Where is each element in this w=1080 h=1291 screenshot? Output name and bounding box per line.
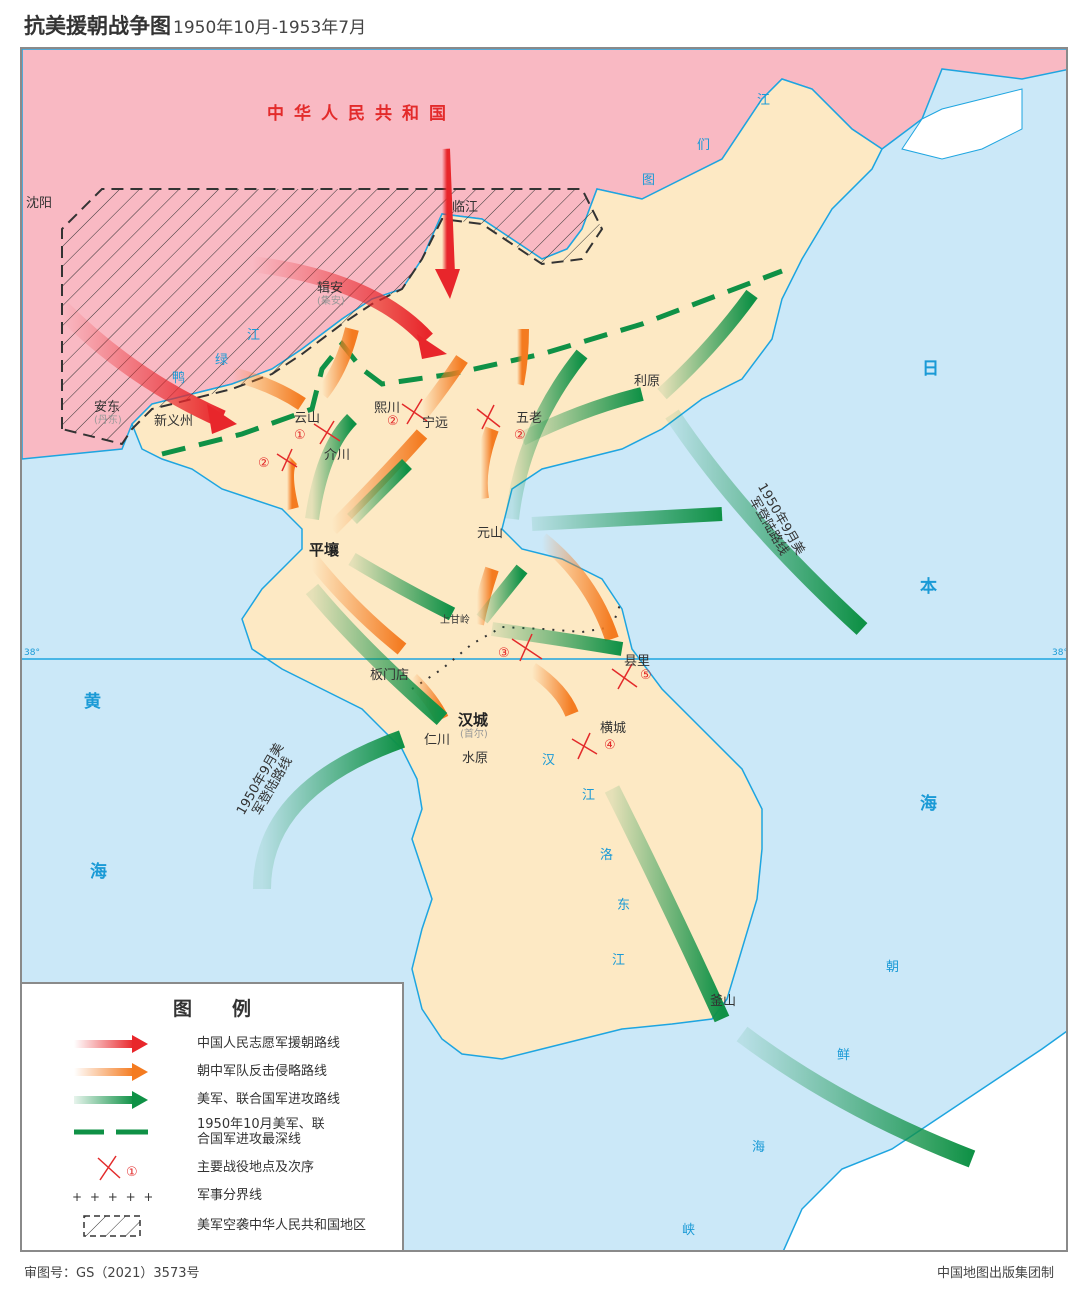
city-huichon: 熙川 bbox=[374, 401, 401, 416]
city-seoul-old: (首尔) bbox=[460, 729, 488, 740]
battle-crosses bbox=[276, 398, 638, 760]
approval-number: 审图号：GS（2021）3573号 bbox=[24, 1266, 200, 1281]
legend-item-deepest-line: 1950年10月美军、联 合国军进攻最深线 bbox=[22, 1117, 402, 1147]
legend-item-armistice: + + + + + + + 军事分界线 bbox=[22, 1182, 402, 1210]
battle-num-3: ③ bbox=[498, 646, 510, 661]
legend-title: 图例 bbox=[172, 998, 291, 1020]
river-tumen-3: 江 bbox=[757, 93, 771, 108]
battle-num-2a: ② bbox=[258, 456, 270, 471]
river-tumen-1: 图 bbox=[642, 173, 656, 188]
legend-label: 美军空袭中华人民共和国地区 bbox=[197, 1218, 367, 1233]
city-linjiang: 临江 bbox=[452, 200, 479, 215]
deepest-advance-line bbox=[161, 268, 783, 457]
sea-label-japan-1: 日 bbox=[922, 359, 939, 379]
legend-item-battle: ① 主要战役地点及次序 bbox=[22, 1154, 402, 1182]
river-yalu-1: 鸭 bbox=[172, 371, 186, 386]
city-jian: 辑安 bbox=[317, 281, 344, 296]
strait-label-1: 朝 bbox=[886, 960, 900, 975]
battle-cross-icon: ① bbox=[97, 1155, 138, 1181]
legend-item-cpv-route: 中国人民志愿军援朝路线 bbox=[22, 1030, 402, 1058]
battle-num-1: ① bbox=[294, 428, 306, 443]
river-nakdong-2: 东 bbox=[617, 898, 631, 913]
river-nakdong-1: 洛 bbox=[600, 848, 614, 863]
legend-label: 中国人民志愿军援朝路线 bbox=[197, 1036, 341, 1051]
city-seoul: 汉城 bbox=[458, 711, 489, 729]
map-title: 抗美援朝战争图 bbox=[24, 14, 171, 38]
city-wonsan: 元山 bbox=[477, 526, 504, 541]
map-canvas bbox=[22, 49, 1066, 1250]
city-ori: 五老 bbox=[516, 411, 543, 426]
plus-line-icon: + + + + + + + bbox=[72, 1190, 152, 1204]
strait-label-3: 海 bbox=[752, 1140, 766, 1155]
city-sanggamryong: 上甘岭 bbox=[440, 615, 470, 626]
city-shenyang: 沈阳 bbox=[26, 196, 53, 211]
sea-label-yellow-2: 海 bbox=[90, 862, 107, 882]
sea-label-yellow-1: 黄 bbox=[84, 692, 101, 712]
city-sinuiju: 新义州 bbox=[154, 414, 194, 429]
river-nakdong-3: 江 bbox=[612, 953, 626, 968]
legend-label: 1950年10月美军、联 合国军进攻最深线 bbox=[197, 1117, 325, 1147]
red-arrow-icon bbox=[74, 1035, 148, 1053]
battle-num-5: ⑤ bbox=[640, 668, 652, 683]
russia-corner bbox=[901, 88, 1023, 160]
city-jian-old: (集安) bbox=[317, 296, 345, 307]
green-dashed-line-icon bbox=[74, 1129, 148, 1135]
latitude-label-east: 38° bbox=[1052, 648, 1068, 658]
city-incheon: 仁川 bbox=[424, 733, 451, 748]
city-andong-old: (丹东) bbox=[94, 415, 122, 426]
battle-num-2b: ② bbox=[387, 414, 399, 429]
map-title-bar: 抗美援朝战争图 1950年10月-1953年7月 bbox=[24, 10, 366, 44]
river-han-2: 江 bbox=[582, 788, 596, 803]
city-andong: 安东 bbox=[94, 400, 121, 415]
city-unsan: 云山 bbox=[294, 411, 321, 426]
legend-box: 图例 中国人民志愿军援朝路线 朝中军队反击侵略路线 美军、联合国军进攻路线 19… bbox=[22, 982, 404, 1250]
legend-item-air-raid: 美军空袭中华人民共和国地区 bbox=[22, 1212, 402, 1240]
red-arrow-2 bbox=[251, 256, 433, 345]
sea-label-japan-2: 本 bbox=[920, 577, 937, 597]
hatch-area-icon bbox=[83, 1215, 141, 1237]
legend-label: 朝中军队反击侵略路线 bbox=[197, 1064, 328, 1079]
legend-label: 主要战役地点及次序 bbox=[197, 1160, 315, 1175]
city-suwon: 水原 bbox=[462, 751, 489, 766]
city-hyonri: 县里 bbox=[624, 654, 651, 669]
strait-label-4: 峡 bbox=[682, 1223, 696, 1238]
legend-item-un-route: 美军、联合国军进攻路线 bbox=[22, 1086, 402, 1114]
city-riwon: 利原 bbox=[634, 374, 661, 389]
china-label: 中华人民共和国 bbox=[267, 104, 456, 124]
red-arrow-3 bbox=[434, 148, 455, 275]
legend-item-counterattack-route: 朝中军队反击侵略路线 bbox=[22, 1058, 402, 1086]
legend-label: 军事分界线 bbox=[197, 1188, 263, 1203]
river-yalu-2: 绿 bbox=[215, 353, 229, 368]
city-kaechon: 介川 bbox=[324, 448, 351, 463]
strait-label-2: 鲜 bbox=[837, 1048, 851, 1063]
latitude-label-west: 38° bbox=[24, 648, 40, 658]
battle-num-2c: ② bbox=[514, 428, 526, 443]
map-date-range: 1950年10月-1953年7月 bbox=[173, 18, 367, 38]
river-han-1: 汉 bbox=[542, 753, 556, 768]
orange-arrow-icon bbox=[74, 1063, 148, 1081]
city-busan: 釜山 bbox=[710, 994, 737, 1009]
red-arrow-1 bbox=[55, 302, 226, 428]
city-nyongwon: 宁远 bbox=[422, 416, 449, 431]
city-panmunjom: 板门店 bbox=[370, 668, 410, 683]
river-yalu-3: 江 bbox=[247, 328, 261, 343]
publisher-credit: 中国地图出版集团制 bbox=[936, 1266, 1054, 1281]
air-raid-zone bbox=[61, 188, 604, 446]
svg-text:①: ① bbox=[126, 1165, 138, 1180]
legend-label: 美军、联合国军进攻路线 bbox=[197, 1092, 341, 1107]
svg-text:+ + + + + + +: + + + + + + + bbox=[72, 1190, 152, 1204]
river-tumen-2: 们 bbox=[697, 138, 711, 153]
city-pyongyang: 平壤 bbox=[309, 541, 340, 559]
battle-num-4: ④ bbox=[604, 738, 616, 753]
sea-label-japan-3: 海 bbox=[920, 794, 937, 814]
map-frame: 中华人民共和国 38° 38° 黄 海 日 本 海 朝 鲜 海 峡 鸭 绿 江 … bbox=[20, 47, 1068, 1252]
green-arrow-icon bbox=[74, 1091, 148, 1109]
city-hoengsong: 横城 bbox=[600, 721, 627, 736]
